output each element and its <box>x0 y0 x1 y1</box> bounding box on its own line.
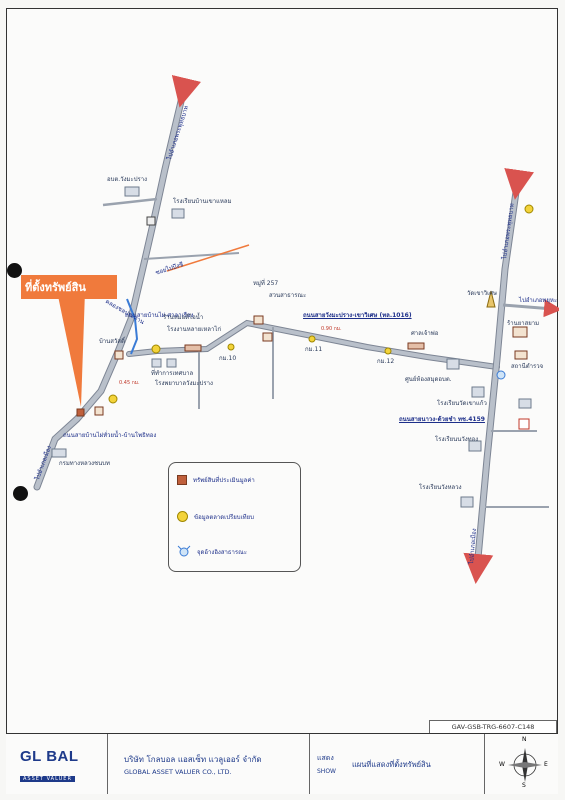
place-label-12: กม.10 <box>219 355 237 362</box>
building-icon-9 <box>407 342 425 350</box>
compass-rose-icon: N S E W <box>499 736 551 790</box>
temple-icon <box>486 290 496 308</box>
logo-text: GL BAL <box>20 748 79 765</box>
place-label-6: ที่ทำการเทศบาล <box>151 370 194 377</box>
punch-hole-top <box>7 263 22 278</box>
place-label-1: อบต.วังมะปราง <box>107 176 148 183</box>
company-name-english: GLOBAL ASSET VALUER CO., LTD. <box>124 768 232 776</box>
local-road-label: ถนนสายบ้านไผ่ทั่วยน้ำ-บ้านโพธิทอง <box>63 432 157 439</box>
compass-s: S <box>522 782 526 789</box>
compass-e: E <box>544 761 548 768</box>
legend-label-reference: จุดอ้างอิงสาธารณะ <box>197 549 247 556</box>
place-label-3: บ้านสวัสดิ์ <box>99 338 125 345</box>
building-icon-20 <box>114 350 124 360</box>
title-block: GL BAL ASSET VALUER บริษัท โกลบอล แอสเซ็… <box>6 733 558 794</box>
building-icon-12 <box>468 440 482 452</box>
place-label-13: ศาลเจ้าพ่อ <box>411 330 439 337</box>
place-label-10: กม.11 <box>305 346 323 353</box>
compass-n: N <box>522 736 527 743</box>
place-label-17: โรงเรียนวังหลวง <box>419 484 462 491</box>
compass-w: W <box>499 761 505 768</box>
building-icon-10 <box>446 358 460 370</box>
comparable-marker-3 <box>524 204 534 214</box>
building-icon-17 <box>518 418 530 430</box>
building-icon-4 <box>151 358 162 368</box>
place-label-21: กรมทางหลวงชนบท <box>59 460 110 467</box>
legend-label-property: ทรัพย์สินที่ประเมินมูลค่า <box>193 477 255 484</box>
building-icon-1 <box>124 186 140 197</box>
legend-row-comparable: ข้อมูลตลาดเปรียบเทียบ <box>177 511 254 522</box>
comparable-circle-icon <box>177 511 188 522</box>
km-marker-3 <box>384 347 392 355</box>
legend-label-comparable: ข้อมูลตลาดเปรียบเทียบ <box>194 513 254 521</box>
place-label-16: โรงเรียนนวังทอง <box>435 436 479 443</box>
legend-row-reference: จุดอ้างอิงสาธารณะ <box>177 545 247 559</box>
place-label-15: โรงเรียนวัดเขาแก้ว <box>437 400 487 407</box>
km-marker-2 <box>308 335 316 343</box>
place-label-19: ร้านยาสยาม <box>507 320 540 327</box>
distance-label-2: 0.90 กม. <box>321 326 342 332</box>
place-label-9: สวนสาธารณะ <box>269 292 307 299</box>
map-title: แผนที่แสดงที่ตั้งทรัพย์สิน <box>352 760 431 769</box>
building-icon-13 <box>460 496 474 508</box>
property-square-icon <box>177 475 187 485</box>
right-branch-road <box>502 299 559 318</box>
side-road-label: ถนนสายบ้านไผ่-ศาลาเรือง <box>125 312 194 319</box>
map-legend: ทรัพย์สินที่ประเมินมูลค่า ข้อมูลตลาดเปรี… <box>168 462 301 572</box>
road-label-right-branch: ไปอำเภอพยุหะ <box>519 297 558 304</box>
minor-road-1 <box>102 197 158 207</box>
building-icon-18 <box>51 448 67 458</box>
main-road-label: ถนนสายวังมะปราง-เขาวิเศษ (ทล.1016) <box>303 312 412 319</box>
building-icon-2 <box>171 208 185 219</box>
lower-road-label: ถนนสายนาวง-ด้วยชำ ทช.4159 <box>399 416 485 423</box>
place-label-11: กม.12 <box>377 358 395 365</box>
minor-road-2 <box>143 252 240 260</box>
building-icon-3 <box>146 216 156 226</box>
place-label-8: หมู่ที่ 257 <box>253 280 279 287</box>
building-icon-11 <box>471 386 485 398</box>
logo-subtext: ASSET VALUER <box>20 776 75 782</box>
junction-marker <box>496 370 506 380</box>
km-marker-1 <box>227 343 235 351</box>
show-label-english: SHOW <box>317 768 336 775</box>
company-name-thai: บริษัท โกลบอล แอสเซ็ท แวลูเออร์ จำกัด <box>124 755 262 764</box>
show-label-thai: แสดง <box>317 754 334 762</box>
place-label-18: วัดเขาวิเศษ <box>467 290 497 297</box>
property-marker <box>76 408 85 417</box>
place-label-14: ศูนย์ห้องสมุดอบต. <box>405 376 452 383</box>
place-label-4: ร้านหมอดีไอน้ำ <box>163 314 204 321</box>
comparable-marker-1 <box>108 394 118 404</box>
building-icon-7 <box>253 315 264 325</box>
site-location-label: ที่ตั้งทรัพย์สิน <box>21 275 117 299</box>
place-label-7: โรงพยาบาลวังมะปราง <box>155 380 213 387</box>
place-label-5: โรงงานหลายเหลาไก่ <box>167 326 221 333</box>
document-code: GAV-GSB-TRG-6607-C148 <box>429 720 557 734</box>
punch-hole-bottom <box>13 486 28 501</box>
building-icon-8 <box>262 332 273 342</box>
building-icon-5 <box>166 358 177 368</box>
place-label-20: สถานีตำรวจ <box>511 363 544 370</box>
reference-point-icon <box>177 545 191 557</box>
building-icon-16 <box>518 398 532 409</box>
distance-label-1: 0.45 กม. <box>119 380 140 386</box>
legend-row-property: ทรัพย์สินที่ประเมินมูลค่า <box>177 475 255 485</box>
building-icon-14 <box>512 326 528 338</box>
map-frame: ไปอำเภอพระพุทธบาท ไปอำเภอเมือง ไปอำเภอพร… <box>6 8 559 794</box>
building-icon-6 <box>184 344 202 352</box>
canal-line <box>126 298 139 355</box>
place-label-2: โรงเรียนบ้านเขาแหลม <box>173 198 232 205</box>
company-logo: GL BAL ASSET VALUER <box>20 748 106 782</box>
building-icon-15 <box>514 350 528 360</box>
location-map <box>33 74 559 584</box>
branch-line <box>166 244 250 272</box>
building-icon-19 <box>94 406 104 416</box>
comparable-marker-2 <box>151 344 161 354</box>
site-pointer <box>57 291 85 407</box>
